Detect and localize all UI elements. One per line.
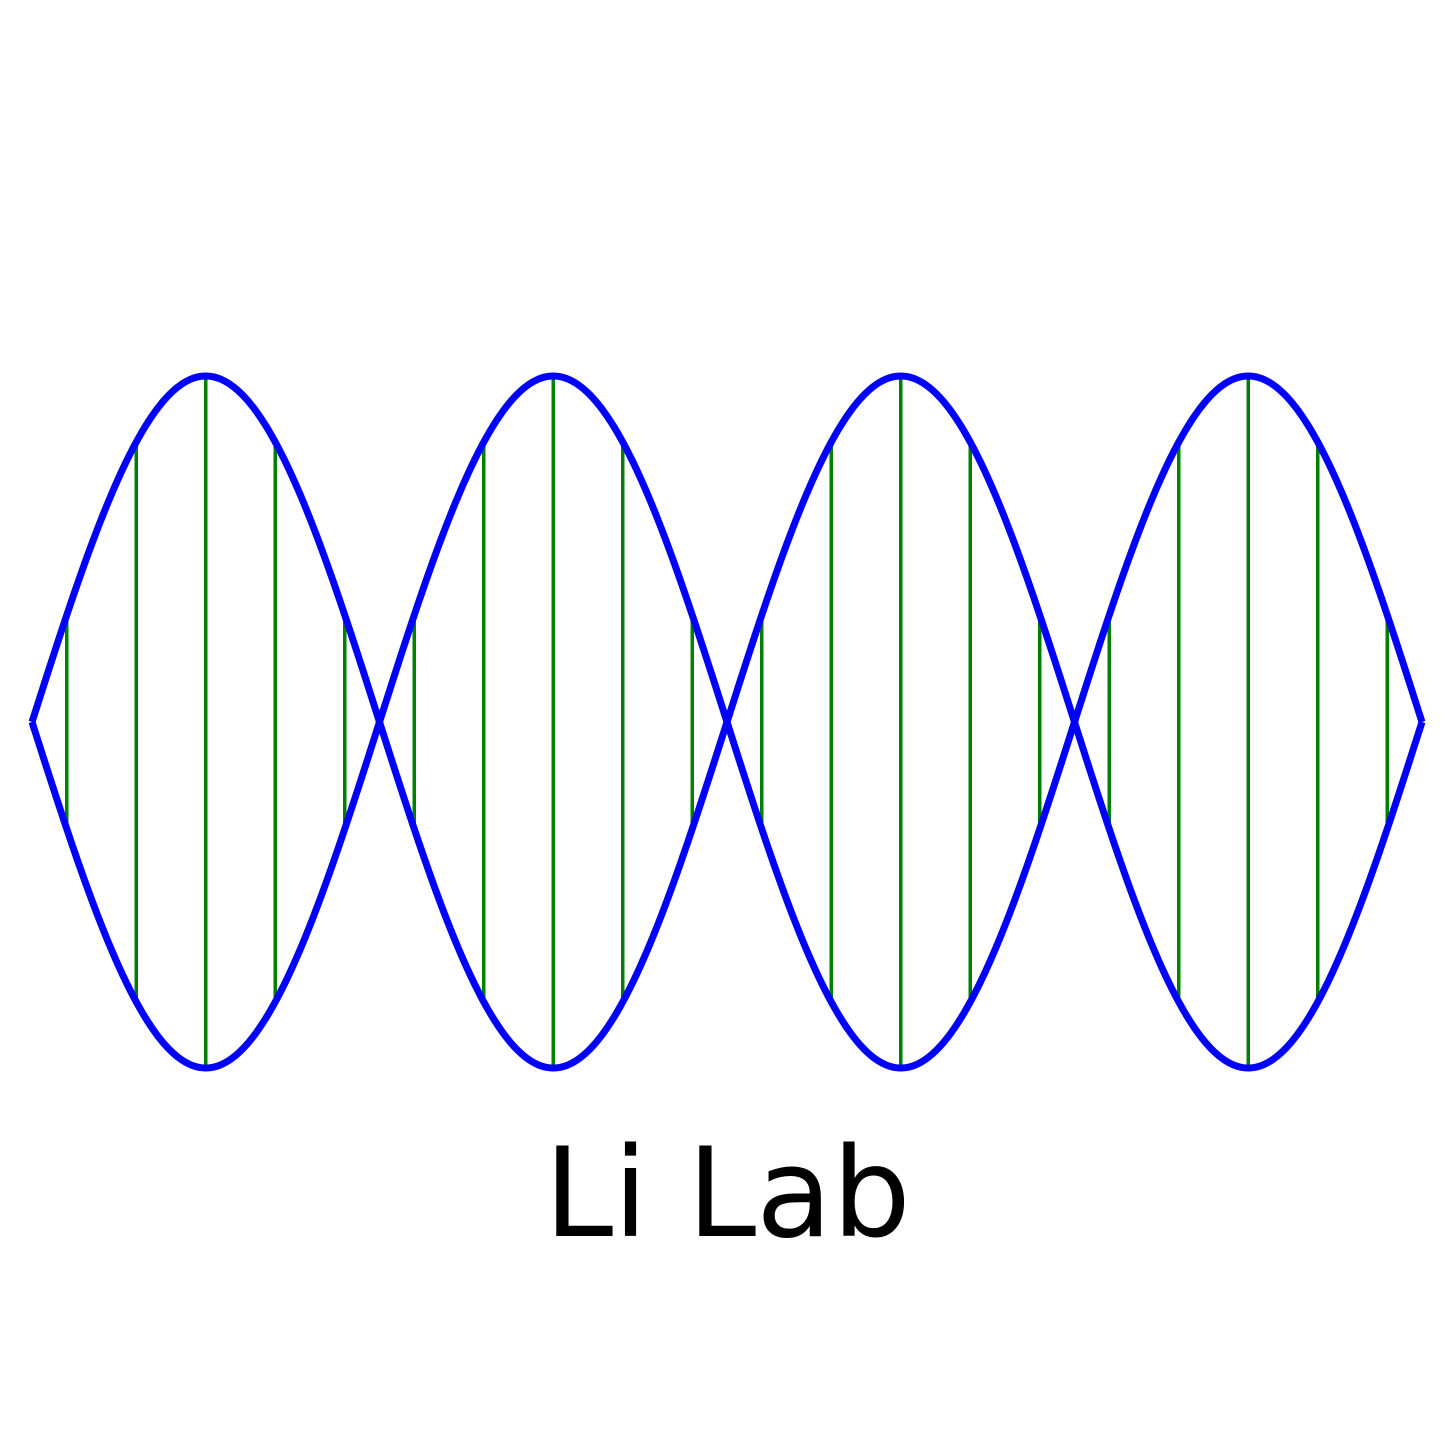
lab-name: Li Lab (544, 1122, 911, 1266)
helix-strand-bottom (28, 372, 1426, 1072)
